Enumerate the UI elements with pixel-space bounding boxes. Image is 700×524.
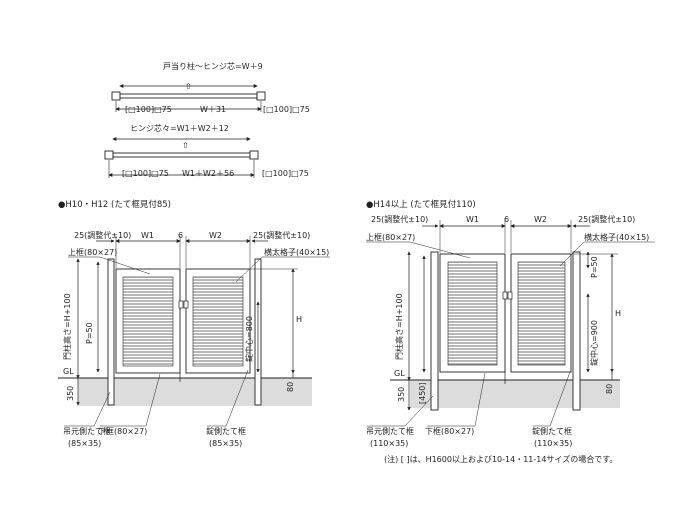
right-leaf-2-lattice	[517, 261, 566, 366]
left-hinge-stile-label: 吊元側たて框	[63, 426, 111, 436]
right-gap-label: 6	[504, 215, 509, 224]
right-title: ●H14以上 (たて框見付110)	[366, 199, 476, 210]
left-w1-label: W1	[141, 231, 154, 240]
left-lock-handle-1	[178, 300, 184, 309]
right-upper-frame-label: 上框(80×27)	[366, 232, 415, 242]
double-post-right-label: [□100]□75	[262, 169, 309, 178]
left-hinge-stile-size: (85×35)	[68, 439, 101, 448]
left-post-height-label: 門柱高さ=H+100	[62, 293, 72, 360]
elevation-h10-h12: ●H10・H12 (たて框見付85) GL 25(調整代±10) W1 6 W2…	[58, 199, 330, 448]
single-arrow-glyph: ⇧	[185, 82, 192, 91]
double-post-left-label: [□100]□75	[122, 169, 169, 178]
single-gate-leaf	[119, 93, 258, 99]
right-hinge-stile-label: 吊元側たて框	[366, 426, 414, 436]
right-hinge-post	[430, 251, 439, 411]
right-ground	[410, 380, 620, 408]
right-bottom-frame-leader	[427, 372, 486, 427]
double-post-left	[104, 150, 114, 160]
left-ground-gap-label: 80	[286, 382, 295, 392]
double-arrow-glyph: ⇧	[182, 141, 189, 150]
right-lock-center-label: 錠中心=900	[589, 320, 599, 366]
left-leaf-2-lattice	[192, 276, 244, 367]
left-p-label: P=50	[85, 322, 94, 344]
right-lock-handle-2	[507, 291, 513, 300]
right-bottom-frame-label: 下框(80×27)	[425, 426, 474, 436]
left-title: ●H10・H12 (たて框見付85)	[58, 199, 171, 210]
single-inner-label: W＋31	[200, 105, 226, 114]
right-depth-label: 350	[397, 387, 406, 402]
left-lattice-leader	[235, 256, 330, 283]
right-lattice-label: 横太格子(40×15)	[584, 232, 649, 242]
left-upper-frame-leader	[68, 256, 151, 275]
right-depth-bracket-label: [450]	[418, 382, 427, 404]
left-w2-label: W2	[209, 231, 222, 240]
double-inner-label: W1＋W2＋56	[182, 169, 234, 178]
right-lock-stile-leader	[533, 371, 571, 427]
right-lock-post	[572, 251, 581, 411]
right-lock-stile-label: 錠側たて框	[532, 426, 572, 436]
right-upper-frame-leader	[366, 241, 471, 259]
single-post-right	[256, 91, 266, 101]
right-hinge-stile-leader	[367, 395, 434, 427]
left-lattice-label: 横太格子(40×15)	[264, 247, 329, 257]
left-h-label: H	[296, 315, 302, 324]
right-p-label: P=50	[590, 256, 599, 278]
right-post-height-label: 門柱高さ=H+100	[394, 293, 404, 360]
single-post-right-label: [□100]□75	[263, 105, 310, 114]
left-bottom-frame-label: 下框(80×27)	[98, 426, 147, 436]
left-upper-frame-label: 上框(80×27)	[68, 247, 117, 257]
elevation-h14-plus: ●H14以上 (たて框見付110) GL 25(調整代±10) W1 6 W2 …	[366, 199, 655, 464]
single-post-left	[111, 91, 121, 101]
left-hinge-stile-leader	[64, 391, 111, 427]
left-ground	[78, 378, 312, 406]
left-lock-stile-label: 錠側たて框	[206, 426, 246, 436]
right-w2-label: W2	[534, 215, 547, 224]
right-adj-right-label: 25(調整代±10)	[578, 214, 635, 224]
left-bottom-frame-leader	[100, 373, 161, 427]
right-adj-left-label: 25(調整代±10)	[371, 214, 428, 224]
right-w1-label: W1	[466, 215, 479, 224]
left-hinge-post	[107, 258, 115, 406]
right-lock-handle-1	[502, 291, 508, 300]
double-post-right	[249, 150, 259, 160]
left-lock-handle-2	[183, 300, 189, 309]
double-gate-leaves	[112, 152, 251, 158]
plan-double-gate: ヒンジ芯々=W1＋W2＋12 ⇧ [□100]□75 W1＋W2＋56 [□10…	[104, 123, 309, 178]
right-h-label: H	[615, 309, 621, 318]
right-ground-gap-label: 80	[605, 384, 614, 394]
note-text: (注) [ ]は、H1600以上および10-14・11-14サイズの場合です。	[384, 454, 617, 464]
left-adj-left-label: 25(調整代±10)	[74, 230, 131, 240]
right-gl-label: GL	[394, 369, 405, 378]
plan-single-gate: 戸当り柱～ヒンジ芯=W＋9 ⇧ [□100]□75 W＋31 [□100]□75	[111, 61, 310, 114]
left-leaf-1-lattice	[122, 276, 174, 367]
left-lock-stile-size: (85×35)	[209, 439, 242, 448]
right-leaf-1-lattice	[447, 261, 498, 366]
left-adj-right-label: 25(調整代±10)	[253, 230, 310, 240]
single-span-label: 戸当り柱～ヒンジ芯=W＋9	[163, 61, 263, 71]
left-depth-label: 350	[66, 386, 75, 401]
left-gl-label: GL	[63, 367, 74, 376]
single-post-left-label: [□100]□75	[125, 105, 172, 114]
right-hinge-stile-size: (110×35)	[370, 439, 408, 448]
right-lattice-leader	[559, 241, 655, 267]
right-lock-stile-size: (110×35)	[534, 439, 572, 448]
left-lock-center-label: 錠中心=800	[244, 316, 254, 362]
double-span-label: ヒンジ芯々=W1＋W2＋12	[130, 123, 229, 133]
left-lock-stile-leader	[207, 369, 249, 427]
left-gap-label: 6	[178, 231, 183, 240]
